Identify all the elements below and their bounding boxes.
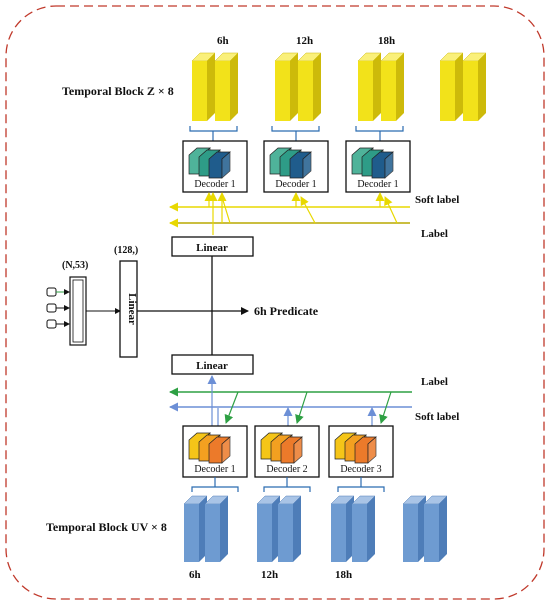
z-block-3b <box>380 52 405 121</box>
bottom-time-label-6h: 6h <box>189 569 201 581</box>
input-nodes <box>46 287 70 329</box>
top-decoder-label-1: Decoder 1 <box>194 179 235 190</box>
bottom-linear-label: Linear <box>196 360 228 372</box>
temporal-block-z-group: Temporal Block Z × 8 6h 12h 18h <box>62 35 487 121</box>
temporal-block-uv-group: Temporal Block UV × 8 6h 12h 18h <box>46 495 448 581</box>
top-time-label-18h: 18h <box>378 35 395 47</box>
bottom-time-label-12h: 12h <box>261 569 278 581</box>
top-linear-label: Linear <box>196 242 228 254</box>
uv-block-3a <box>330 495 355 562</box>
bottom-decoder-label-2: Decoder 2 <box>266 464 307 475</box>
decoder-layers-icon <box>188 432 231 464</box>
top-label-text: Label <box>421 228 448 240</box>
bottom-brackets <box>191 477 385 492</box>
input-tensor-box <box>69 276 87 346</box>
decoder-layers-icon <box>351 147 394 179</box>
top-decoder-label-3: Decoder 1 <box>357 179 398 190</box>
top-time-label-12h: 12h <box>296 35 313 47</box>
decoder-layers-icon <box>269 147 312 179</box>
diagram-frame <box>5 5 545 600</box>
z-block-2a <box>274 52 299 121</box>
uv-block-1a <box>183 495 208 562</box>
top-soft-label-text: Soft label <box>415 194 459 206</box>
bottom-label-text: Label <box>421 376 448 388</box>
z-block-3a <box>357 52 382 121</box>
uv-block-4b <box>423 495 448 562</box>
linear-shape-label: (128,) <box>114 245 138 256</box>
uv-block-2a <box>256 495 281 562</box>
input-shape-label: (N,53) <box>62 260 88 271</box>
top-time-label-6h: 6h <box>217 35 229 47</box>
top-decoder-label-2: Decoder 1 <box>275 179 316 190</box>
bottom-decoder-label-3: Decoder 3 <box>340 464 381 475</box>
uv-block-3b <box>351 495 376 562</box>
z-block-1a <box>191 52 216 121</box>
bottom-linear-box <box>171 354 254 375</box>
decoder-layers-icon <box>188 147 231 179</box>
bottom-decoder-label-1: Decoder 1 <box>194 464 235 475</box>
decoder-layers-icon <box>260 432 303 464</box>
decoder-layers-icon <box>334 432 377 464</box>
predicate-label: 6h Predicate <box>254 304 319 318</box>
input-linear-box <box>119 260 138 358</box>
input-linear-label: Linear <box>126 293 138 325</box>
z-block-1b <box>214 52 239 121</box>
temporal-block-z-label: Temporal Block Z × 8 <box>62 84 174 98</box>
uv-block-4a <box>402 495 427 562</box>
temporal-block-uv-label: Temporal Block UV × 8 <box>46 520 167 534</box>
z-block-4b <box>462 52 487 121</box>
bottom-label-arrows: Label Soft label <box>169 375 459 426</box>
input-section: (N,53) (128,) Linear <box>46 245 138 358</box>
uv-block-2b <box>277 495 302 562</box>
bottom-decoders: Decoder 1 Decoder 2 Decoder 3 <box>182 425 394 478</box>
z-block-2b <box>297 52 322 121</box>
top-brackets <box>189 126 404 141</box>
top-label-arrows: Soft label Label <box>169 192 459 240</box>
uv-block-1b <box>204 495 229 562</box>
top-decoders: Decoder 1 Decoder 1 Decoder 1 <box>182 140 411 193</box>
bottom-time-label-18h: 18h <box>335 569 352 581</box>
z-block-4a <box>439 52 464 121</box>
bottom-soft-label-text: Soft label <box>415 411 459 423</box>
